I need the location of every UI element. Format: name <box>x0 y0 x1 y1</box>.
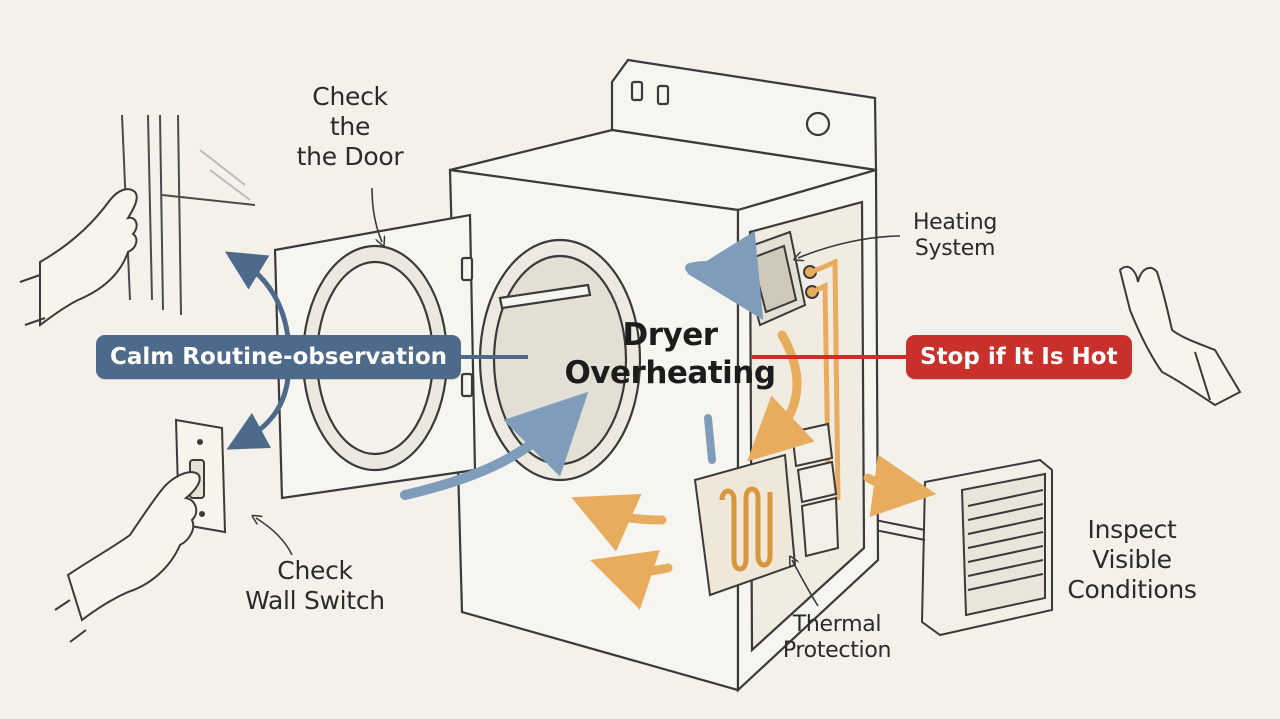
exhaust-vent-icon <box>834 458 1053 637</box>
window-frame <box>121 114 256 316</box>
stop-hand-icon <box>1118 265 1242 407</box>
label-inspect-visible: Inspect Visible Conditions <box>1067 515 1197 604</box>
hand-door-icon <box>19 188 138 327</box>
hand-switch-icon <box>54 471 201 643</box>
label-check-door: Check the the Door <box>296 82 404 171</box>
calm-curved-arrow <box>224 251 291 450</box>
label-check-wall-switch: Check Wall Switch <box>245 556 385 615</box>
heat-arrows <box>571 330 937 610</box>
airflow-arrows <box>400 230 764 500</box>
label-thermal-protection: Thermal Protection <box>782 612 892 663</box>
diagram-title: Dryer Overheating <box>564 317 776 391</box>
leader-lines <box>256 187 901 607</box>
calm-callout: Calm Routine-observation <box>96 335 462 379</box>
label-heating-system: Heating System <box>912 210 998 261</box>
stop-callout: Stop if It Is Hot <box>906 335 1132 379</box>
